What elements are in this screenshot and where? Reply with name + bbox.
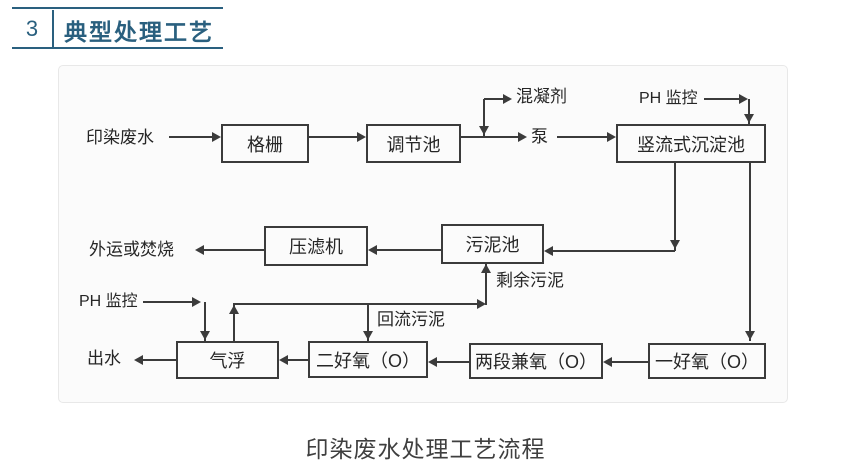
arrowhead-left-icon (195, 245, 204, 255)
arrowhead-down-icon (670, 240, 680, 249)
connector-line (233, 303, 477, 305)
arrowhead-right-icon (212, 132, 221, 142)
label-ph-monitor-bottom: PH 监控 (79, 293, 138, 310)
connector-line (461, 136, 518, 138)
box-second-aerobic: 二好氧（O） (308, 341, 428, 378)
arrowhead-left-icon (279, 355, 288, 365)
arrowhead-right-icon (739, 94, 748, 104)
connector-line (233, 304, 235, 341)
label-pump: 泵 (531, 127, 548, 146)
label-disposal: 外运或焚烧 (89, 240, 174, 259)
arrowhead-up-icon (481, 264, 491, 273)
connector-line (143, 359, 176, 361)
connector-line (288, 359, 308, 361)
flowchart: 格栅 调节池 竖流式沉淀池 压滤机 污泥池 气浮 二好氧（O） 两段兼氧（O） … (58, 65, 788, 403)
arrowhead-down-icon (744, 114, 754, 123)
connector-line (309, 136, 357, 138)
arrowhead-left-icon (544, 246, 553, 256)
connector-line (748, 99, 750, 124)
label-influent: 印染废水 (86, 128, 154, 147)
arrowhead-right-icon (192, 297, 201, 307)
arrowhead-down-icon (363, 331, 373, 340)
section-title: 典型处理工艺 (64, 19, 214, 45)
connector-line (377, 249, 441, 251)
connector-line (553, 250, 675, 252)
box-first-aerobic: 一好氧（O） (648, 343, 766, 379)
box-air-flotation: 气浮 (176, 341, 279, 379)
connector-line (557, 136, 607, 138)
arrowhead-down-icon (479, 126, 489, 135)
arrowhead-right-icon (518, 132, 527, 142)
arrowhead-left-icon (603, 357, 612, 367)
box-bar-screen: 格栅 (221, 124, 309, 163)
connector-line (367, 304, 369, 341)
arrowhead-up-icon (229, 305, 239, 314)
connector-line (749, 163, 751, 341)
connector-line (204, 249, 264, 251)
arrowhead-left-icon (134, 355, 143, 365)
arrowhead-right-icon (503, 94, 512, 104)
connector-line (169, 136, 213, 138)
box-vertical-flow-sedimentation-tank: 竖流式沉淀池 (616, 124, 766, 163)
connector-line (485, 264, 487, 305)
header-bottom-rule (12, 47, 223, 49)
label-ph-monitor-top: PH 监控 (639, 90, 698, 107)
connector-line (204, 302, 206, 341)
section-number: 3 (25, 16, 39, 41)
arrowhead-down-icon (745, 331, 755, 340)
box-filter-press: 压滤机 (264, 226, 368, 266)
label-effluent: 出水 (87, 349, 121, 368)
figure-caption: 印染废水处理工艺流程 (305, 436, 546, 462)
box-sludge-tank: 污泥池 (441, 224, 544, 264)
connector-line (437, 361, 469, 363)
arrowhead-left-icon (428, 357, 437, 367)
connector-line (674, 163, 676, 251)
label-coagulant: 混凝剂 (516, 87, 567, 106)
arrowhead-right-icon (357, 132, 366, 142)
header-top-rule (12, 7, 223, 9)
arrowhead-left-icon (368, 245, 377, 255)
arrowhead-down-icon (200, 331, 210, 340)
connector-line (484, 98, 503, 100)
header-divider (52, 10, 54, 47)
arrowhead-right-icon (607, 132, 616, 142)
connector-line (612, 361, 648, 363)
box-two-stage-facultative: 两段兼氧（O） (469, 343, 603, 379)
connector-line (483, 99, 485, 137)
connector-line (143, 301, 192, 303)
box-regulating-tank: 调节池 (366, 124, 461, 163)
label-return-sludge: 回流污泥 (377, 310, 445, 329)
connector-line (704, 98, 739, 100)
label-excess-sludge: 剩余污泥 (496, 271, 564, 290)
arrowhead-right-icon (477, 299, 486, 309)
